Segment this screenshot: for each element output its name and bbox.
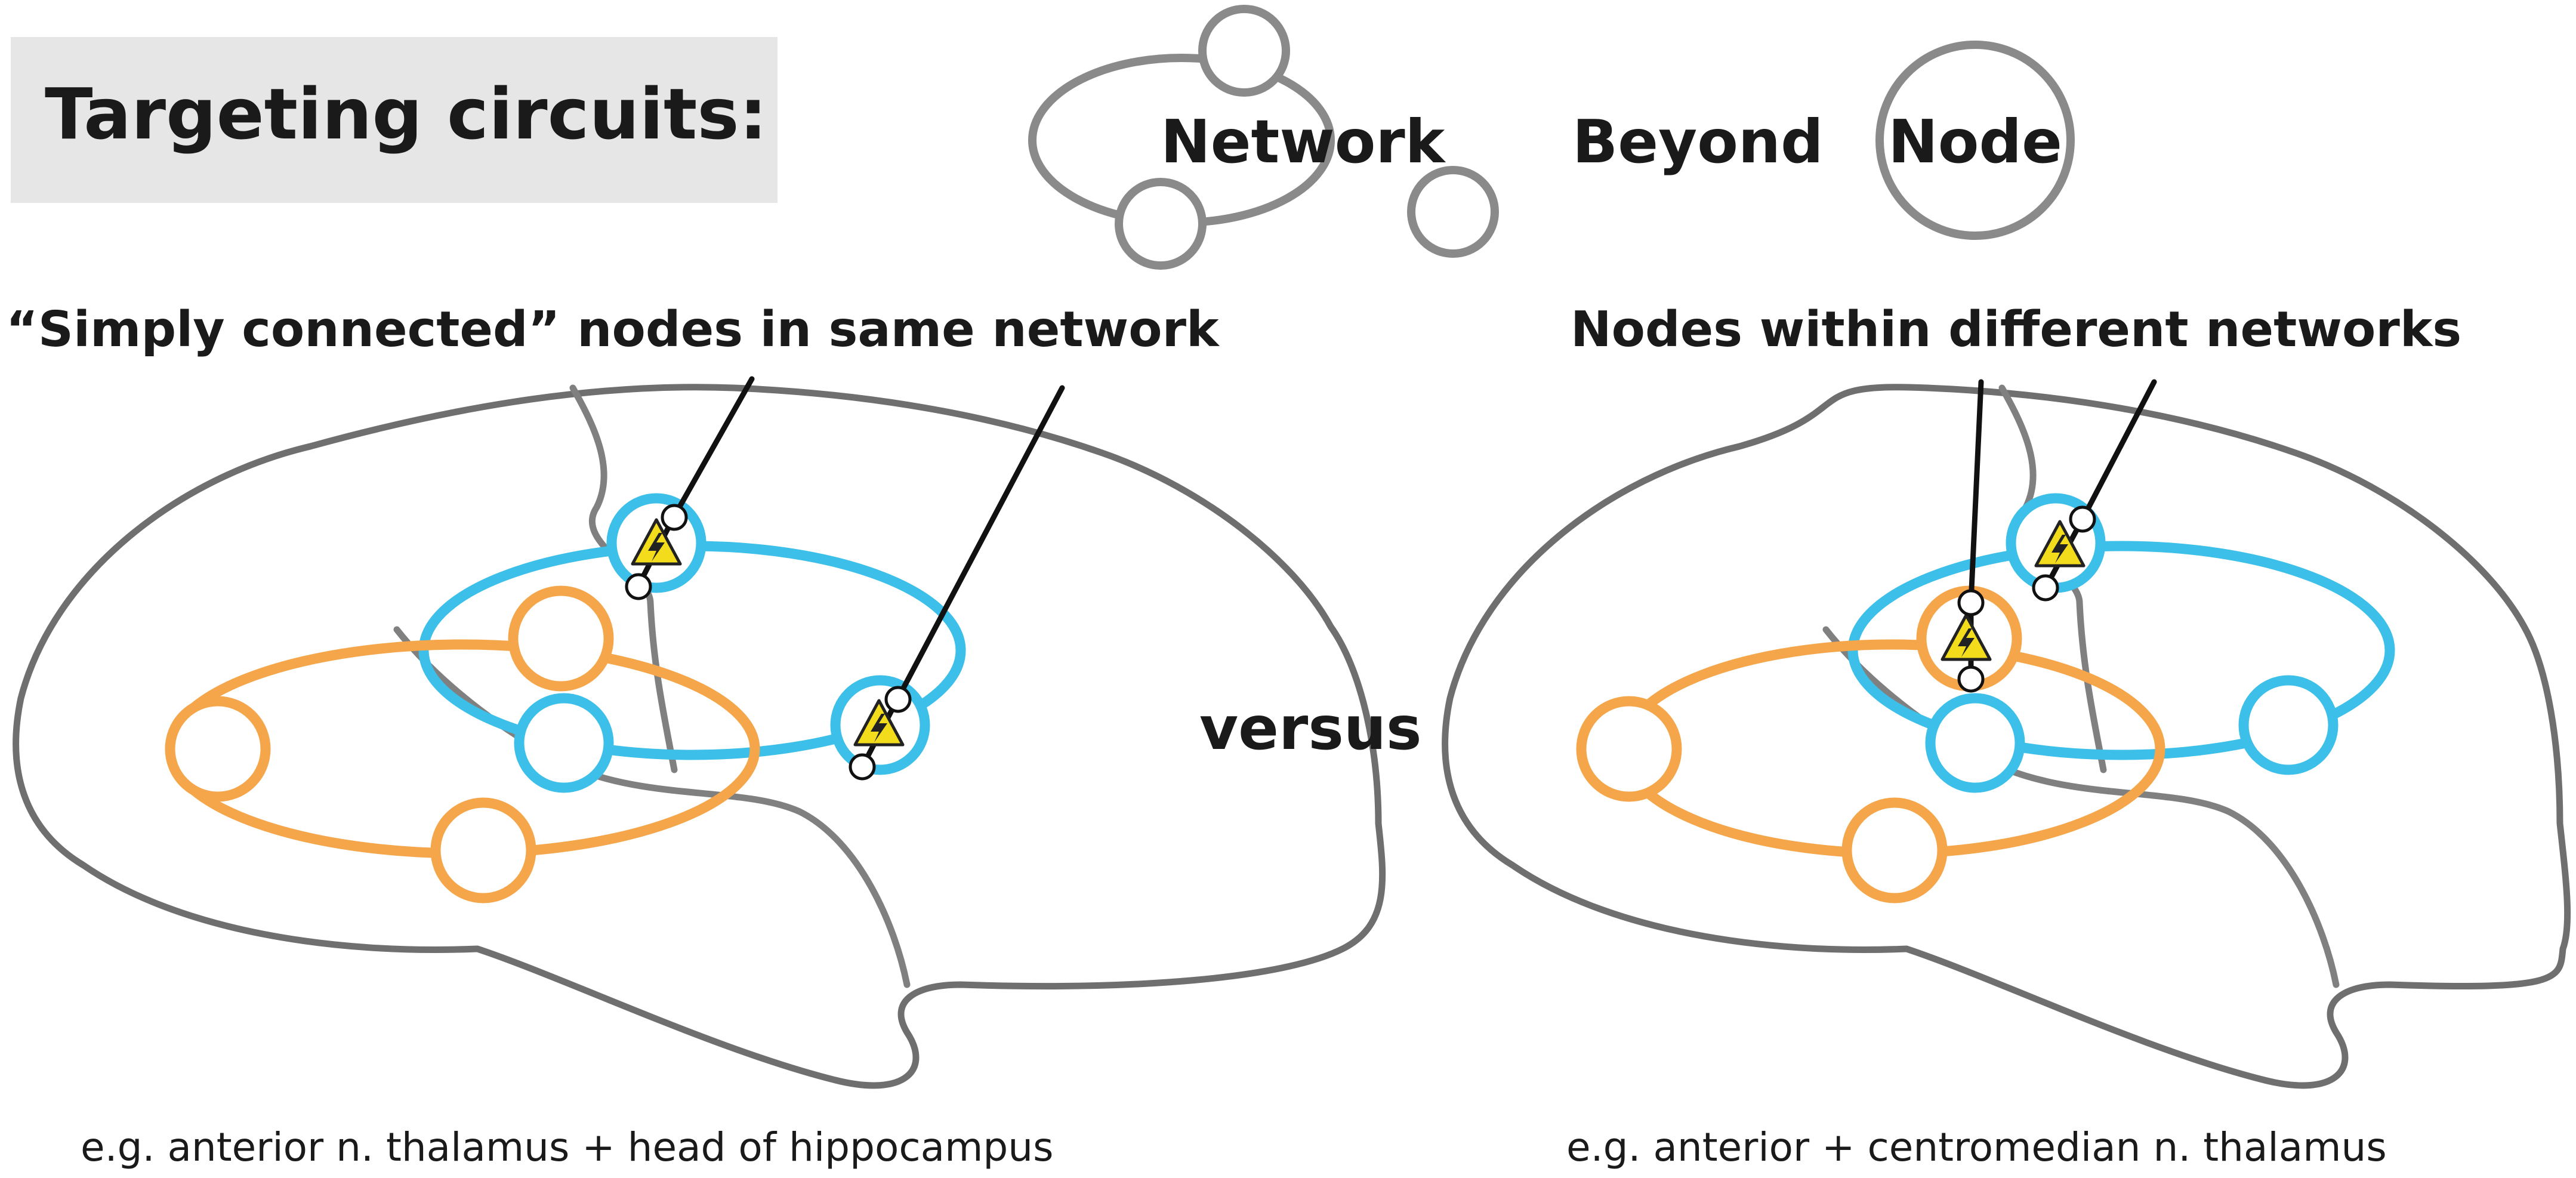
left-orange-node — [165, 696, 271, 802]
left-orange-node — [508, 585, 614, 692]
right-blue-node — [1925, 693, 2025, 793]
left-blue-node — [514, 693, 614, 793]
legend-beyond-label: Beyond — [1572, 107, 1824, 177]
right-panel-heading: Nodes within different networks — [1571, 301, 2461, 358]
right-brain-outline — [1442, 384, 2571, 1089]
circle-contact-icon — [661, 504, 688, 531]
circle-contact-icon — [884, 686, 912, 713]
right-orange-node — [1841, 797, 1948, 903]
left-brain-diagram — [13, 376, 1386, 1089]
right-panel-caption: e.g. anterior + centromedian n. thalamus — [1566, 1124, 2387, 1170]
right-orange-node — [1576, 696, 1682, 802]
legend-node-icon — [1875, 41, 2075, 240]
warning-lightning-icon — [853, 699, 905, 747]
left-electrode-1 — [625, 376, 755, 600]
warning-lightning-icon — [1941, 613, 1992, 661]
right-brain-diagram — [1442, 379, 2571, 1089]
title-box — [11, 37, 778, 203]
warning-lightning-icon — [631, 518, 682, 566]
page-title: Targeting circuits: — [45, 73, 767, 155]
legend: Network Beyond Node — [1028, 5, 2075, 270]
circle-contact-icon — [1957, 589, 1985, 616]
circle-contact-icon — [2032, 574, 2059, 602]
circle-contact-icon — [1957, 665, 1985, 693]
right-blue-node — [2238, 675, 2339, 775]
legend-network-label: Network — [1161, 107, 1446, 177]
circle-contact-icon — [849, 753, 876, 781]
left-brain-outline — [13, 384, 1386, 1089]
left-panel-heading: “Simply connected” nodes in same network — [6, 301, 1220, 358]
circle-contact-icon — [2069, 505, 2096, 533]
circle-contact-icon — [625, 573, 652, 600]
left-electrode-2 — [849, 385, 1065, 781]
warning-lightning-icon — [2034, 520, 2086, 568]
left-panel-caption: e.g. anterior n. thalamus + head of hipp… — [81, 1124, 1053, 1170]
legend-network-icon — [1028, 5, 1499, 270]
versus-label: versus — [1199, 693, 1422, 763]
right-electrode-1 — [1941, 379, 1992, 693]
legend-node-label: Node — [1888, 107, 2062, 177]
left-orange-node — [430, 797, 536, 903]
right-electrode-2 — [2032, 379, 2157, 602]
